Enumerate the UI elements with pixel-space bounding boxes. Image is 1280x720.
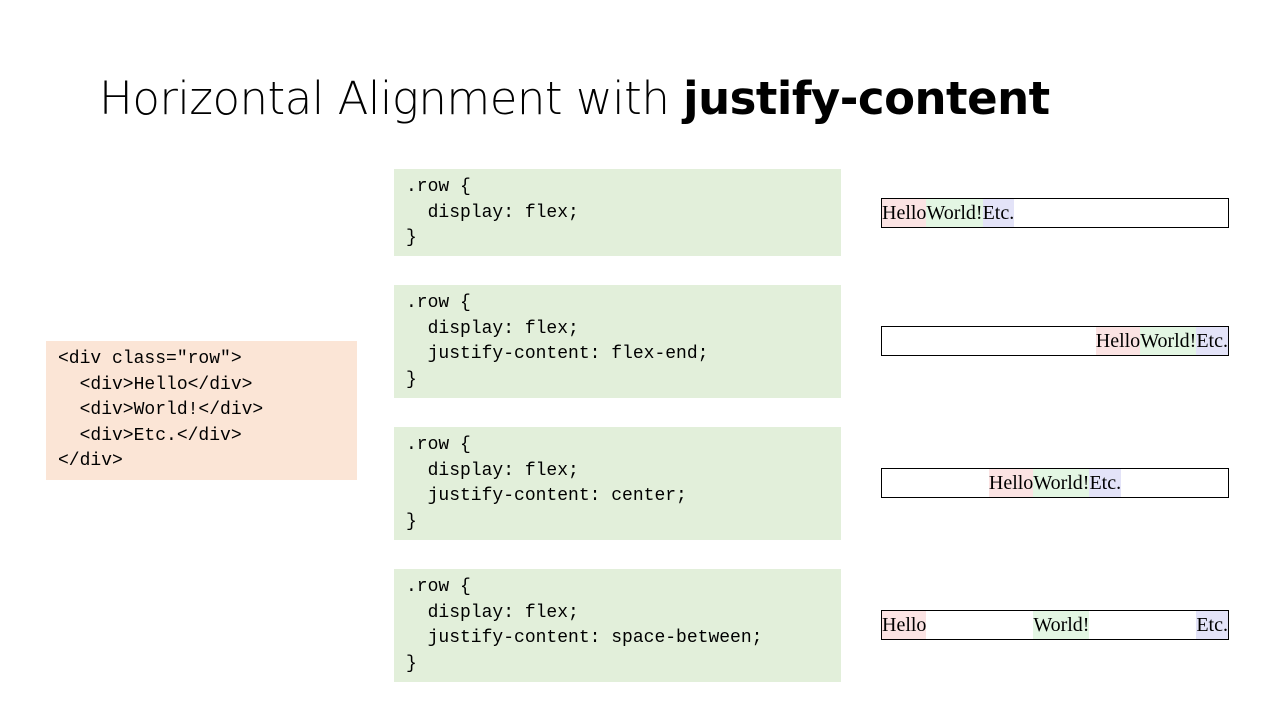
- demo-item-hello: Hello: [882, 611, 927, 639]
- demo-item-hello: Hello: [1095, 327, 1141, 355]
- demo-item-world: World!: [1033, 611, 1090, 639]
- demo-item-etc: Etc.: [1196, 611, 1228, 639]
- css-code-block-center: .row { display: flex; justify-content: c…: [394, 427, 841, 540]
- css-code-block-space-between: .row { display: flex; justify-content: s…: [394, 569, 841, 682]
- demo-item-etc: Etc.: [982, 199, 1015, 227]
- demo-item-hello: Hello: [988, 469, 1034, 497]
- html-code-block: <div class="row"> <div>Hello</div> <div>…: [46, 341, 357, 480]
- slide-title: Horizontal Alignment with justify-conten…: [99, 72, 1050, 125]
- demo-item-world: World!: [1140, 327, 1197, 355]
- demo-item-world: World!: [926, 199, 983, 227]
- css-code-block-flex-end: .row { display: flex; justify-content: f…: [394, 285, 841, 398]
- css-code-block-flex: .row { display: flex; }: [394, 169, 841, 256]
- demo-row-flex-start: Hello World! Etc.: [881, 198, 1229, 228]
- demo-row-space-between: Hello World! Etc.: [881, 610, 1229, 640]
- demo-item-etc: Etc.: [1196, 327, 1228, 355]
- demo-row-center: Hello World! Etc.: [881, 468, 1229, 498]
- demo-row-flex-end: Hello World! Etc.: [881, 326, 1229, 356]
- demo-item-hello: Hello: [882, 199, 927, 227]
- demo-item-etc: Etc.: [1089, 469, 1122, 497]
- demo-item-world: World!: [1033, 469, 1090, 497]
- title-regular: Horizontal Alignment with: [99, 72, 684, 125]
- title-bold: justify-content: [683, 72, 1050, 125]
